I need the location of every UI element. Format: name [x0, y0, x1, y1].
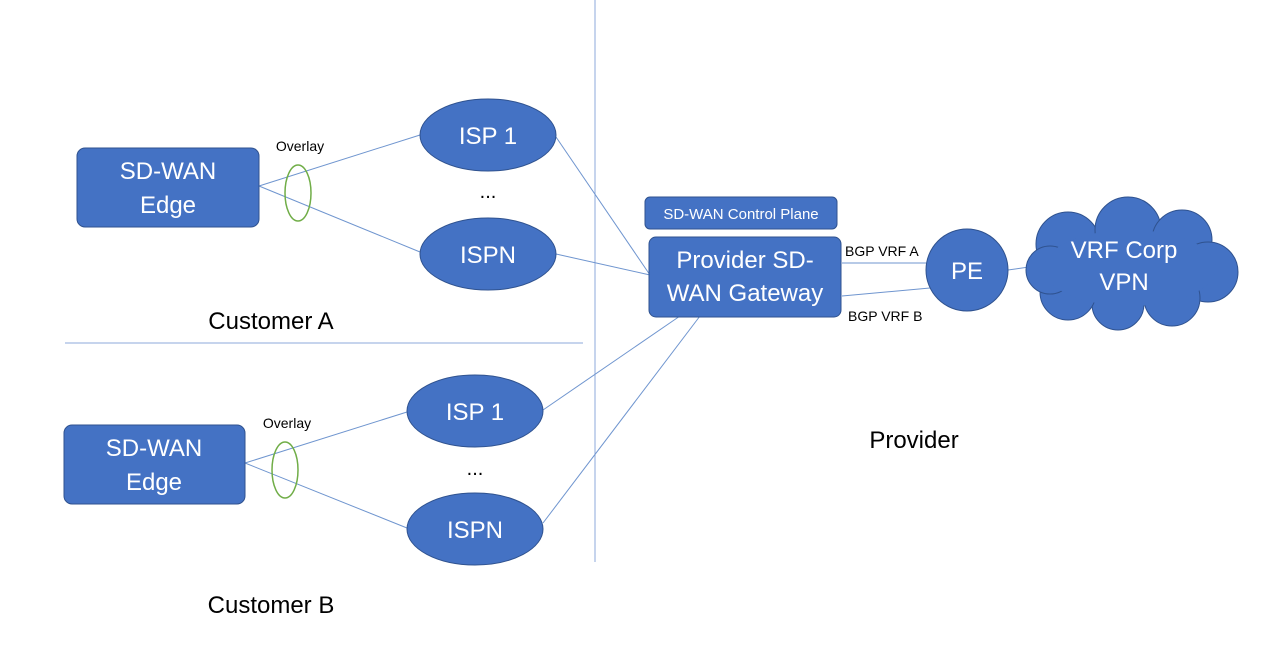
bgp-vrf-a-label: BGP VRF A: [845, 243, 919, 259]
cloud-line1: VRF Corp: [1071, 237, 1178, 264]
overlay-label-b: Overlay: [263, 415, 311, 431]
ispn-a-node: ISPN: [419, 217, 557, 291]
isp-ellipsis-b: ...: [467, 458, 484, 480]
sd-wan-edge-a-line1: SD-WAN: [120, 158, 216, 185]
overlay-ring-a: [284, 164, 312, 222]
provider-label: Provider: [869, 427, 958, 454]
control-plane-label: SD-WAN Control Plane: [663, 206, 818, 223]
sd-wan-edge-b-line2: Edge: [126, 469, 182, 496]
provider-gateway-box: Provider SD- WAN Gateway: [648, 236, 842, 318]
cloud-line2: VPN: [1099, 269, 1148, 296]
link-edge-b-ispn: [244, 462, 408, 529]
pe-label: PE: [951, 258, 983, 285]
customer-b-label: Customer B: [208, 592, 335, 619]
link-edge-a-isp1: [258, 134, 421, 187]
ispn-a-label: ISPN: [460, 242, 516, 269]
isp1-b-label: ISP 1: [446, 399, 504, 426]
isp1-a-label: ISP 1: [459, 123, 517, 150]
pe-node: PE: [925, 228, 1009, 312]
ispn-b-label: ISPN: [447, 517, 503, 544]
ispn-b-node: ISPN: [406, 492, 544, 566]
control-plane-box: SD-WAN Control Plane: [644, 196, 838, 230]
sd-wan-edge-a: SD-WAN Edge: [76, 147, 260, 228]
customer-b-links: [244, 315, 701, 529]
link-ispn-a-gateway: [555, 253, 651, 276]
link-gateway-pe-b: [841, 287, 931, 297]
overlay-label-a: Overlay: [276, 138, 324, 154]
isp1-a-node: ISP 1: [419, 98, 557, 172]
link-edge-a-ispn: [258, 185, 421, 253]
bgp-vrf-b-label: BGP VRF B: [848, 308, 922, 324]
sd-wan-edge-a-line2: Edge: [140, 192, 196, 219]
vrf-corp-cloud: VRF Corp VPN: [1025, 196, 1239, 331]
isp1-b-node: ISP 1: [406, 374, 544, 448]
link-edge-b-isp1: [244, 411, 408, 464]
sd-wan-edge-b: SD-WAN Edge: [63, 424, 246, 505]
isp-ellipsis-a: ...: [480, 181, 497, 203]
gateway-line1: Provider SD-: [676, 247, 813, 274]
link-isp1-a-gateway: [555, 136, 651, 276]
sd-wan-edge-b-line1: SD-WAN: [106, 435, 202, 462]
gateway-line2: WAN Gateway: [667, 280, 823, 307]
link-ispn-b-gateway: [542, 315, 701, 524]
overlay-ring-b: [271, 441, 299, 499]
link-isp1-b-gateway: [542, 315, 681, 411]
customer-a-label: Customer A: [208, 308, 333, 335]
